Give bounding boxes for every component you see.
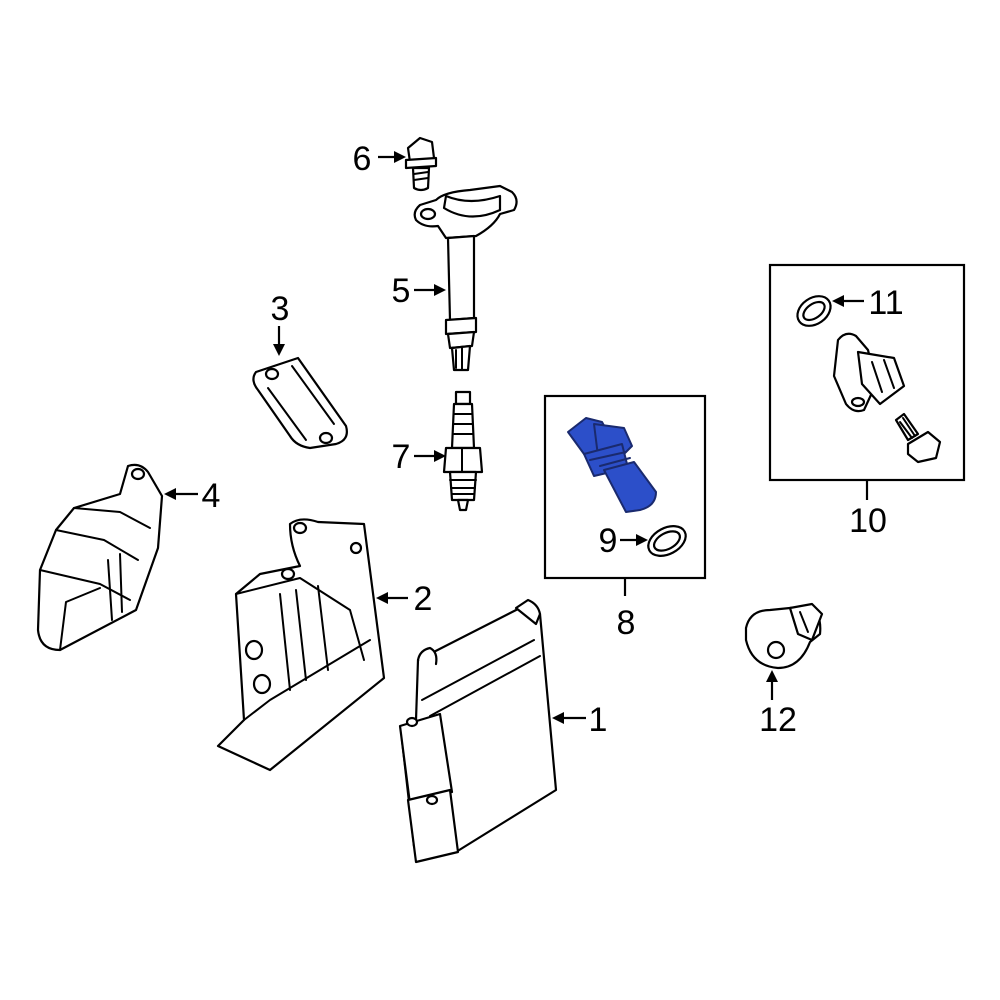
callout-3: 3 [271,290,290,328]
part-4-module-cover[interactable] [36,463,164,652]
leader-6 [378,151,406,163]
callout-2: 2 [414,580,433,618]
leader-9 [620,534,648,546]
part-10-crankshaft-position-sensor[interactable] [832,332,906,413]
part-1-engine-control-module[interactable] [398,598,558,864]
part-6-coil-bolt[interactable] [404,136,438,192]
callout-4: 4 [202,477,221,515]
leader-12 [766,670,778,700]
callout-7: 7 [392,438,411,476]
callout-6: 6 [353,140,372,178]
callout-9: 9 [599,522,618,560]
callout-12: 12 [759,701,797,739]
leader-5 [414,284,446,296]
part-2-module-bracket[interactable] [216,518,386,772]
leader-11 [832,295,864,307]
part-9-o-ring[interactable] [643,520,691,562]
leader-2 [376,592,408,604]
leader-4 [164,488,198,500]
leader-3 [273,326,285,356]
callout-8: 8 [617,604,636,642]
part-10-sensor-bolt[interactable] [894,412,942,464]
callout-5: 5 [392,272,411,310]
callout-10: 10 [849,502,887,540]
part-3-coil-bracket[interactable] [252,356,348,450]
part-5-ignition-coil[interactable] [413,184,518,372]
leader-1 [552,712,586,724]
part-8-camshaft-position-sensor[interactable] [567,417,657,513]
leader-7 [414,450,446,462]
callout-11: 11 [868,284,903,322]
part-7-spark-plug[interactable] [442,390,484,512]
part-12-knock-sensor[interactable] [744,602,824,670]
callout-1: 1 [589,701,608,739]
part-11-o-ring[interactable] [792,290,836,332]
